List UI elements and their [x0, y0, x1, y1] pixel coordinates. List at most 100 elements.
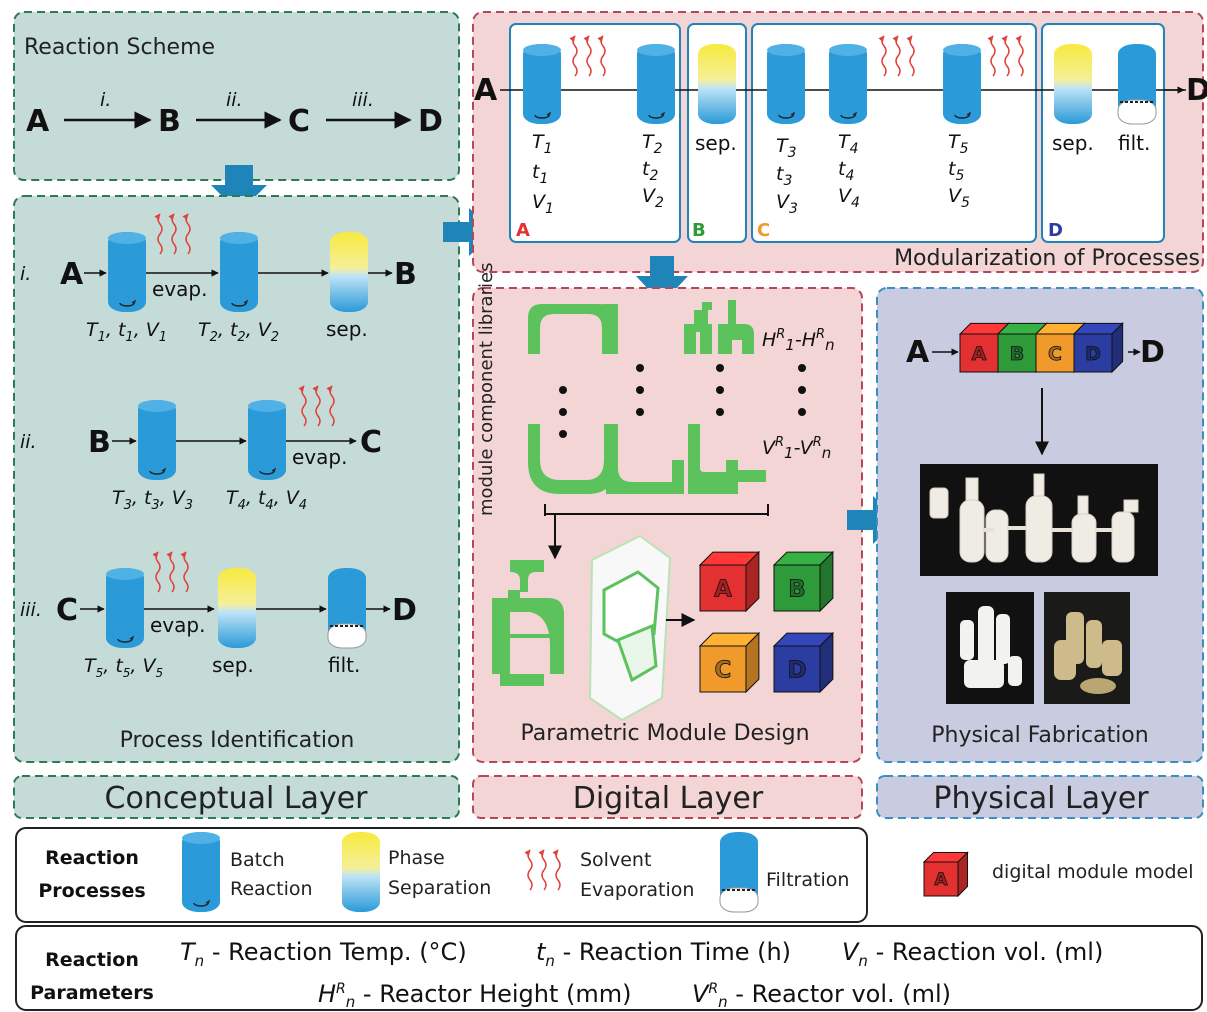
row-iii-params-1: T5, t5, V5: [84, 655, 163, 680]
reaction-scheme-panel: [13, 11, 460, 181]
row-ii-params-2: T4, t4, V4: [226, 487, 307, 513]
reaction-scheme-title: Reaction Scheme: [24, 35, 215, 60]
param-V1: V1: [532, 191, 554, 217]
legend-digital-model-label: digital module model: [992, 861, 1194, 883]
process-row-iii: iii. C evap. D T5, t5, V5 sep. filt.: [20, 552, 417, 680]
digital-cube-C-letter: C: [715, 657, 732, 683]
scheme-step-2: ii.: [226, 89, 243, 111]
row-iii-filt-label: filt.: [328, 653, 360, 677]
scheme-B: B: [158, 104, 181, 139]
filtration-icon: [327, 567, 367, 649]
param-V4: V4: [838, 185, 860, 211]
batch-reactor-icon: [247, 399, 287, 481]
param-t5: t5: [948, 158, 964, 184]
base-component-library: [528, 424, 766, 494]
digital-layer-label: Digital Layer: [573, 781, 764, 816]
legend-title-2: Processes: [38, 880, 145, 902]
row-i-sep-label: sep.: [326, 317, 368, 341]
module-letter-D: D: [1048, 220, 1063, 241]
param-t3: t3: [776, 163, 792, 189]
batch-reactor-icon: [636, 43, 676, 125]
legend-parameters: Reaction Parameters Tn - Reaction Temp. …: [15, 925, 1203, 1011]
row-i-params-1: T1, t1, V1: [86, 319, 167, 345]
phys-end: D: [1140, 335, 1165, 370]
module-cutaway-2d: [492, 560, 564, 686]
legend-processes: Reaction Processes Batch Reaction Phase …: [15, 827, 868, 923]
param-T4: T4: [838, 131, 859, 157]
filtration-icon: [1117, 43, 1157, 125]
param-vol: Vn - Reaction vol. (ml): [842, 938, 1103, 970]
v-range-label: VR1-VRn: [762, 435, 831, 462]
param-height: HRn - Reactor Height (mm): [318, 980, 632, 1011]
strip-cube-A-letter: A: [972, 343, 987, 365]
batch-reactor-icon: [107, 231, 147, 313]
row-iii-start: C: [56, 593, 78, 628]
phys-start: A: [906, 335, 930, 370]
batch-reactor-icon: [522, 43, 562, 125]
module-letter-B: B: [692, 220, 706, 241]
modularization-panel: A D T1 t1 V1 T2 t2 V2 T3 t3 V3 T4 t4 V4 …: [472, 11, 1207, 273]
batch-reactor-icon: [219, 231, 259, 313]
param-rvol: VRn - Reactor vol. (ml): [692, 980, 951, 1011]
mod-start: A: [474, 73, 498, 108]
phase-separation-icon: [1054, 44, 1092, 124]
phase-separation-icon: [218, 568, 256, 648]
scheme-step-3: iii.: [352, 89, 374, 111]
param-title-2: Parameters: [30, 982, 154, 1004]
digital-cube-B-letter: B: [788, 576, 806, 602]
row-i-end: B: [394, 257, 417, 292]
h-range-label: HR1-HRn: [762, 327, 835, 354]
row-i-params-2: T2, t2, V2: [198, 319, 279, 345]
scheme-A: A: [26, 104, 50, 139]
down-arrow-to-digital: [636, 256, 688, 304]
row-i-start: A: [60, 257, 84, 292]
param-V5: V5: [948, 185, 970, 211]
fabricated-modules-photo: [920, 464, 1158, 576]
digital-cube-A-letter: A: [714, 576, 732, 602]
param-T2: T2: [642, 131, 663, 157]
batch-reactor-icon: [181, 831, 221, 913]
legend-solvent-2: Evaporation: [580, 879, 694, 901]
param-T5: T5: [948, 131, 969, 157]
param-T3: T3: [776, 135, 797, 161]
scheme-step-1: i.: [100, 89, 111, 111]
digital-cube-C: C: [698, 631, 761, 694]
digital-cube-A: A: [698, 550, 761, 613]
legend-phase-1: Phase: [388, 847, 445, 869]
row-iii-evap-label: evap.: [150, 613, 205, 637]
library-label: module component libraries: [476, 263, 497, 516]
phase-separation-icon: [698, 44, 736, 124]
printed-assembly-photo: [946, 592, 1034, 704]
assembly-with-liquid-photo: [1044, 592, 1130, 704]
process-row-i: i. A evap. B T1, t1, V1 T2, t2, V2 sep.: [20, 214, 417, 345]
strip-cube-D: D: [1072, 322, 1124, 374]
param-t4: t4: [838, 158, 854, 184]
param-V3: V3: [776, 191, 798, 217]
param-V2: V2: [642, 185, 664, 211]
strip-cube-D-letter: D: [1085, 343, 1101, 365]
parametric-module-title: Parametric Module Design: [520, 721, 809, 746]
param-T1: T1: [532, 131, 553, 157]
conceptual-layer: Reaction Scheme A i. B ii. C iii. D i. A…: [13, 11, 460, 819]
conceptual-layer-label-box: [13, 775, 460, 819]
physical-fabrication-title: Physical Fabrication: [931, 723, 1148, 748]
batch-reactor-icon: [766, 43, 806, 125]
row-ii-label: ii.: [20, 431, 37, 453]
physical-layer-label-box: [876, 775, 1204, 819]
phase-separation-icon: [330, 232, 368, 312]
module-3d-render: [588, 534, 672, 722]
row-ii-start: B: [88, 425, 111, 460]
module-params: T1 t1 V1 T2 t2 V2 T3 t3 V3 T4 t4 V4 T5 t…: [532, 131, 970, 217]
strip-cube-C-letter: C: [1048, 343, 1062, 365]
legend-solvent-1: Solvent: [580, 849, 651, 871]
dots: [559, 364, 806, 438]
digital-cube-B: B: [772, 550, 835, 613]
module-letter-C: C: [757, 220, 770, 241]
scheme-D: D: [418, 104, 443, 139]
phase-separation-icon: [342, 832, 380, 912]
mod-sep-label-2: sep.: [1052, 131, 1094, 155]
mod-end: D: [1186, 73, 1207, 108]
row-i-evap-label: evap.: [152, 277, 207, 301]
modularization-title: Modularization of Processes: [894, 246, 1200, 271]
